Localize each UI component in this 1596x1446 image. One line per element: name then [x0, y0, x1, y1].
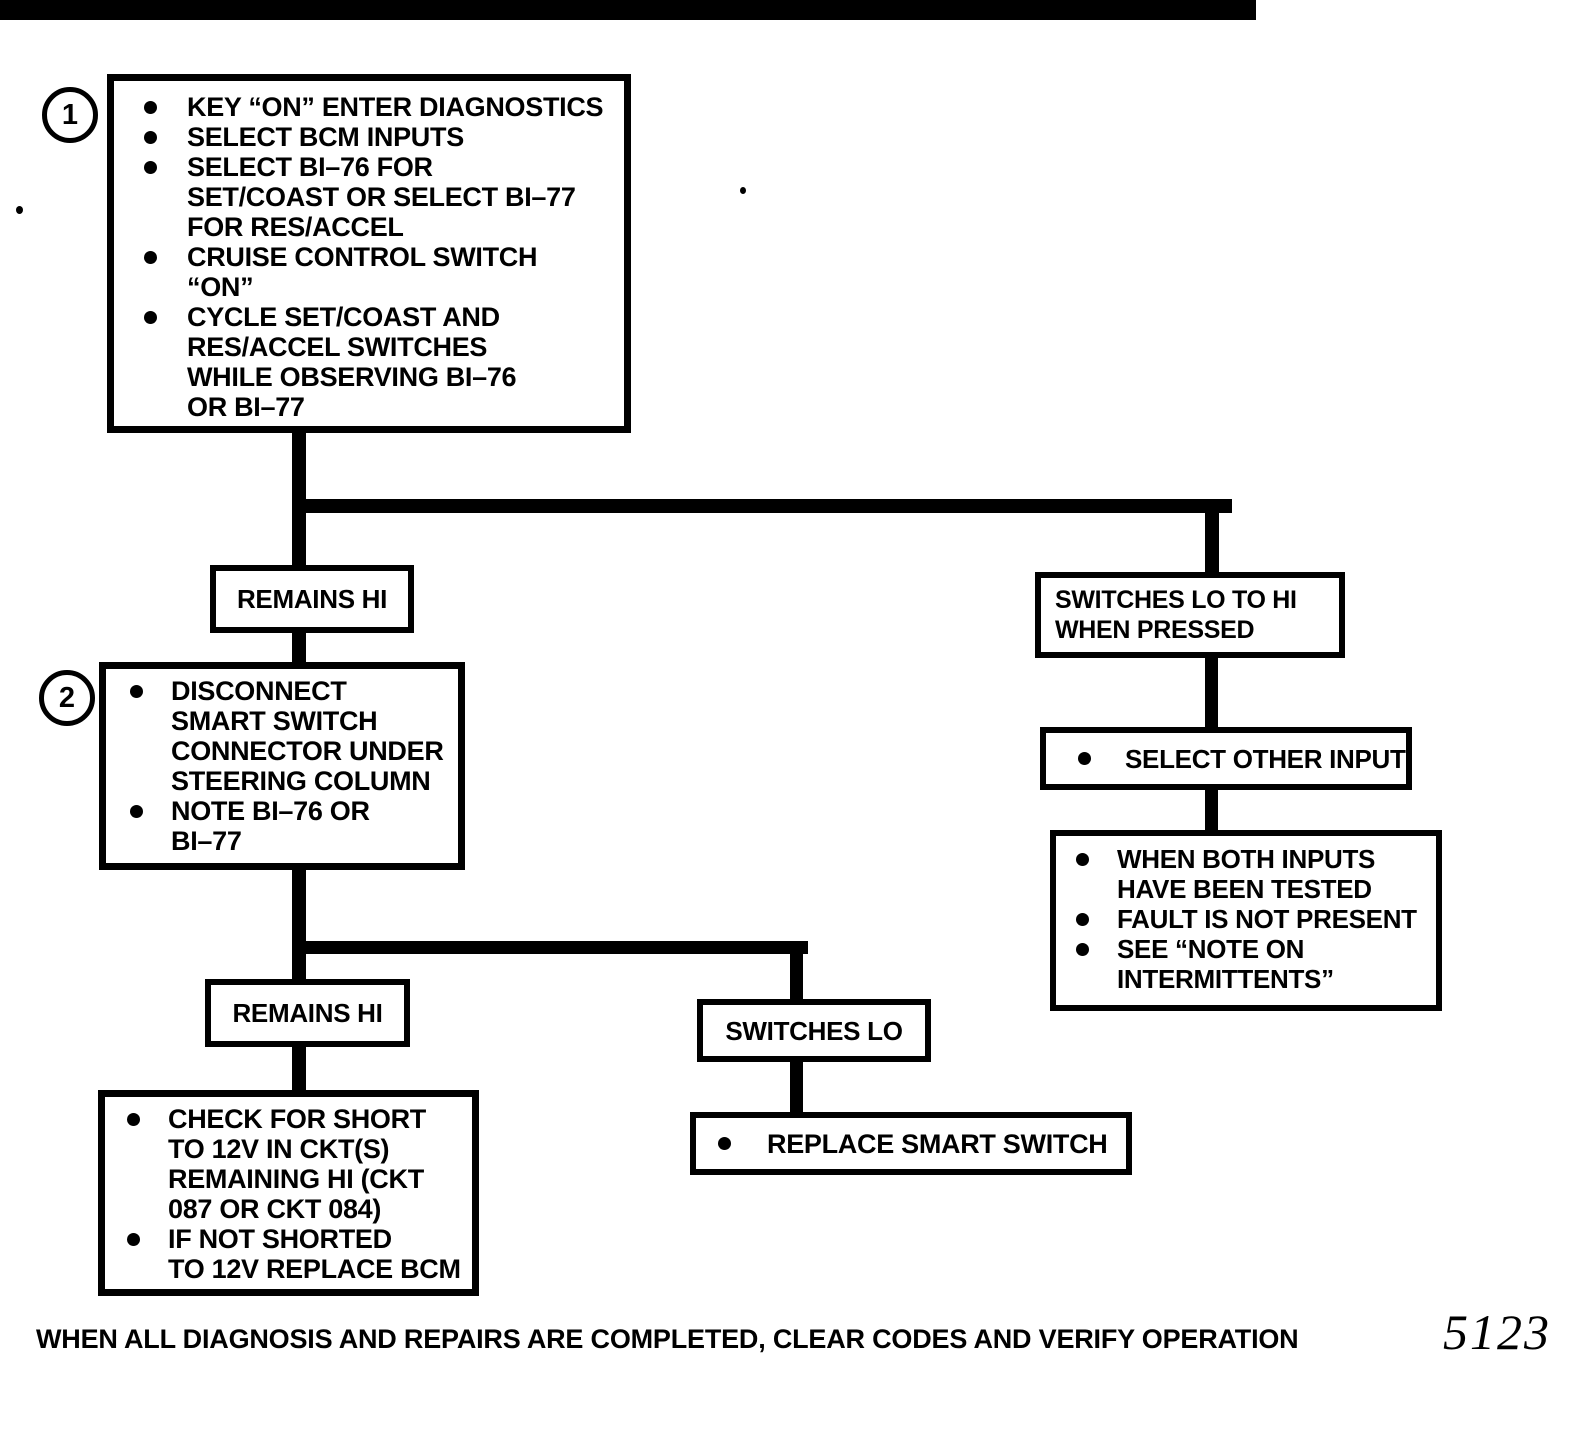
connector-remains-hi-1-to-step2: [292, 631, 306, 668]
action-text: REPLACE SMART SWITCH: [767, 1128, 1108, 1159]
list-item: CRUISE CONTROL SWITCH “ON”: [138, 242, 614, 302]
list-item: SELECT BCM INPUTS: [138, 122, 614, 152]
list-item: REPLACE SMART SWITCH: [718, 1129, 1108, 1159]
step2-bullet-text: NOTE BI–76 OR BI–77: [171, 796, 370, 856]
both-inputs-tested-box: WHEN BOTH INPUTS HAVE BEEN TESTED FAULT …: [1050, 830, 1442, 1011]
remains-hi-label-top: REMAINS HI: [210, 565, 414, 633]
bullet-icon: [144, 131, 157, 144]
list-item: NOTE BI–76 OR BI–77: [124, 796, 452, 856]
step-number-badge-1: 1: [42, 87, 98, 143]
step-number-label: 1: [61, 98, 79, 131]
bullet-icon: [1078, 752, 1091, 765]
step1-bullet-text: KEY “ON” ENTER DIAGNOSTICS: [187, 92, 604, 122]
result-bullet-text: WHEN BOTH INPUTS HAVE BEEN TESTED: [1117, 844, 1376, 904]
bullet-icon: [144, 311, 157, 324]
connector-to-select-other-input: [1205, 656, 1218, 731]
bullet-icon: [144, 101, 157, 114]
scan-artifact-bar: [0, 0, 1256, 20]
remains-hi-label-bottom: REMAINS HI: [205, 979, 410, 1047]
list-item: CHECK FOR SHORT TO 12V IN CKT(S) REMAINI…: [121, 1104, 468, 1224]
connector-to-switches-lo: [790, 941, 803, 1006]
bullet-icon: [1076, 913, 1089, 926]
check-bullet-text: IF NOT SHORTED TO 12V REPLACE BCM: [168, 1224, 461, 1284]
list-item: SELECT BI–76 FOR SET/COAST OR SELECT BI–…: [138, 152, 614, 242]
connector-step2-to-remains-hi-2: [292, 868, 306, 986]
connector-to-switches-lo-to-hi: [1205, 499, 1219, 579]
step2-bullet-text: DISCONNECT SMART SWITCH CONNECTOR UNDER …: [171, 676, 444, 796]
connector-switches-lo-to-replace: [790, 1060, 803, 1116]
bullet-icon: [127, 1113, 140, 1126]
list-item: CYCLE SET/COAST AND RES/ACCEL SWITCHES W…: [138, 302, 614, 422]
switches-lo-label: SWITCHES LO: [697, 999, 931, 1062]
figure-number: 5123: [1443, 1304, 1551, 1360]
branch-label: REMAINS HI: [232, 998, 383, 1028]
step-number-label: 2: [58, 681, 76, 714]
result-bullet-text: FAULT IS NOT PRESENT: [1117, 904, 1417, 934]
bullet-icon: [1076, 943, 1089, 956]
stray-mark: [16, 206, 23, 214]
list-item: SELECT OTHER INPUT: [1078, 744, 1406, 774]
action-text: SELECT OTHER INPUT: [1125, 743, 1406, 774]
bullet-icon: [127, 1233, 140, 1246]
select-other-input-box: SELECT OTHER INPUT: [1040, 727, 1412, 790]
step2-box: DISCONNECT SMART SWITCH CONNECTOR UNDER …: [99, 662, 465, 870]
replace-smart-switch-box: REPLACE SMART SWITCH: [690, 1112, 1132, 1175]
result-bullet-text: SEE “NOTE ON INTERMITTENTS”: [1117, 934, 1334, 994]
switches-lo-to-hi-label: SWITCHES LO TO HI WHEN PRESSED: [1035, 572, 1345, 658]
stray-mark: [740, 187, 746, 194]
step1-bullet-text: SELECT BI–76 FOR SET/COAST OR SELECT BI–…: [187, 152, 576, 242]
list-item: FAULT IS NOT PRESENT: [1070, 904, 1432, 934]
check-short-box: CHECK FOR SHORT TO 12V IN CKT(S) REMAINI…: [98, 1090, 479, 1296]
list-item: SEE “NOTE ON INTERMITTENTS”: [1070, 934, 1432, 994]
bullet-icon: [718, 1137, 731, 1150]
connector-to-both-inputs: [1205, 788, 1218, 834]
check-bullet-text: CHECK FOR SHORT TO 12V IN CKT(S) REMAINI…: [168, 1104, 426, 1224]
branch-label: REMAINS HI: [236, 584, 388, 614]
step1-box: KEY “ON” ENTER DIAGNOSTICS SELECT BCM IN…: [107, 74, 631, 433]
branch-label: SWITCHES LO TO HI WHEN PRESSED: [1055, 586, 1297, 644]
bullet-icon: [1076, 853, 1089, 866]
step1-bullet-text: CYCLE SET/COAST AND RES/ACCEL SWITCHES W…: [187, 302, 517, 422]
branch-label: SWITCHES LO: [725, 1015, 903, 1046]
list-item: KEY “ON” ENTER DIAGNOSTICS: [138, 92, 614, 122]
list-item: WHEN BOTH INPUTS HAVE BEEN TESTED: [1070, 844, 1432, 904]
bullet-icon: [130, 805, 143, 818]
bullet-icon: [144, 161, 157, 174]
step1-bullet-text: CRUISE CONTROL SWITCH “ON”: [187, 242, 538, 302]
list-item: DISCONNECT SMART SWITCH CONNECTOR UNDER …: [124, 676, 452, 796]
step-number-badge-2: 2: [39, 670, 95, 726]
connector-branch-bottom-horizontal: [292, 941, 808, 954]
bullet-icon: [144, 251, 157, 264]
footer-note: WHEN ALL DIAGNOSIS AND REPAIRS ARE COMPL…: [36, 1324, 1299, 1354]
list-item: IF NOT SHORTED TO 12V REPLACE BCM: [121, 1224, 468, 1284]
connector-remains-hi-2-to-check: [292, 1045, 306, 1095]
bullet-icon: [130, 685, 143, 698]
connector-branch-top-horizontal: [292, 499, 1232, 513]
step1-bullet-text: SELECT BCM INPUTS: [187, 122, 464, 152]
